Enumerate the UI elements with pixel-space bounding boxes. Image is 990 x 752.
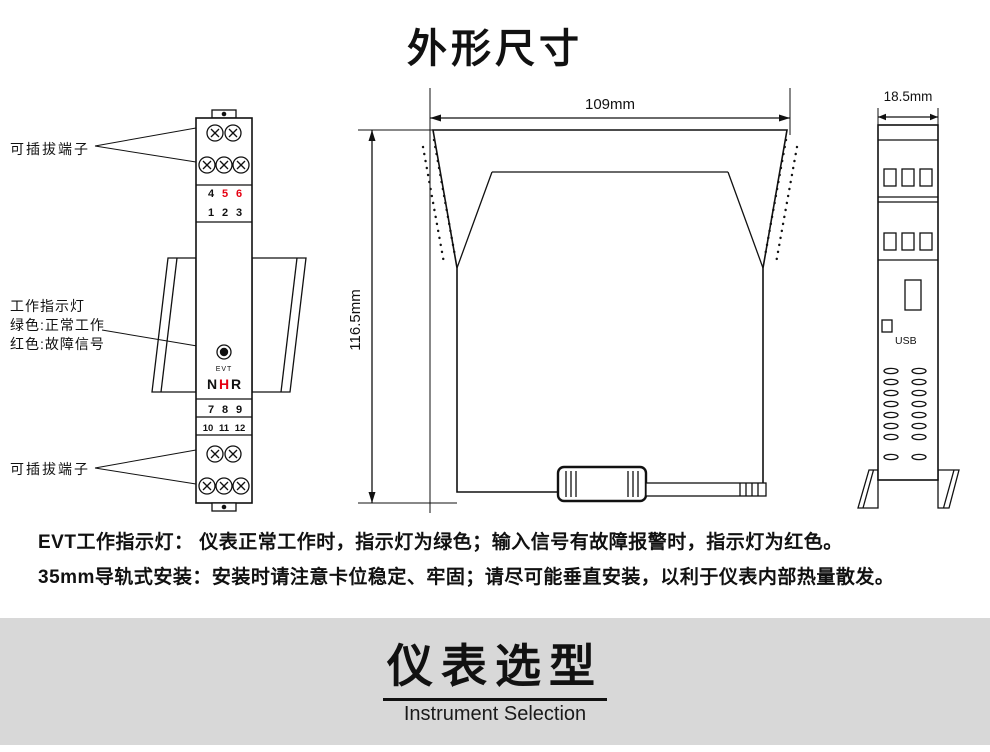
dim-height-label: 116.5mm bbox=[347, 289, 364, 350]
terminal-number: 9 bbox=[236, 404, 242, 416]
width-dimension: 109mm bbox=[429, 88, 791, 513]
bottom-terminal-screws bbox=[198, 445, 250, 495]
terminal-number: 8 bbox=[222, 404, 228, 416]
din-rail-side bbox=[857, 469, 960, 509]
status-led: EVT bbox=[216, 344, 233, 373]
terminal-number: 6 bbox=[236, 188, 242, 200]
note-evt-indicator: EVT工作指示灯： 仪表正常工作时，指示灯为绿色；输入信号有故障报警时，指示灯为… bbox=[38, 532, 843, 553]
terminal-number: 12 bbox=[235, 423, 246, 434]
terminal-number: 3 bbox=[236, 207, 242, 219]
section-title: 仪表选型 bbox=[383, 630, 607, 701]
label-indicator-title: 工作指示灯 bbox=[10, 298, 85, 314]
label-pluggable-terminal-bottom: 可插拔端子 bbox=[10, 461, 90, 477]
profile-width-dimension: 18.5mm bbox=[877, 89, 939, 129]
brand-letter-n: N bbox=[207, 376, 217, 392]
brand-letter-r: R bbox=[231, 376, 241, 392]
din-rail bbox=[151, 257, 307, 393]
dim-width-label: 109mm bbox=[585, 96, 635, 113]
terminal-number: 7 bbox=[208, 404, 214, 416]
terminal-number: 11 bbox=[219, 423, 230, 434]
label-pluggable-terminal-top: 可插拔端子 bbox=[10, 141, 90, 157]
profile-view-drawing: 18.5mm USB bbox=[857, 89, 960, 509]
section-subtitle: Instrument Selection bbox=[403, 703, 587, 725]
label-indicator-red: 红色:故障信号 bbox=[10, 336, 105, 352]
top-terminal-numbers: 4 5 6 1 2 3 bbox=[196, 184, 252, 223]
note-rail-mount: 35mm导轨式安装：安装时请注意卡位稳定、牢固；请尽可能垂直安装，以利于仪表内部… bbox=[38, 567, 895, 588]
din-rail-clip bbox=[556, 465, 767, 503]
terminal-number: 10 bbox=[203, 423, 214, 434]
height-dimension: 116.5mm bbox=[347, 129, 457, 504]
terminal-number: 1 bbox=[208, 207, 214, 219]
vent-slots bbox=[883, 367, 927, 461]
side-view-drawing: 109mm 116.5mm bbox=[347, 88, 799, 513]
module-profile-outline bbox=[421, 129, 799, 493]
brand-letter-h: H bbox=[219, 376, 229, 392]
label-indicator-green: 绿色:正常工作 bbox=[10, 317, 105, 333]
terminal-number: 5 bbox=[222, 188, 228, 200]
usb-label: USB bbox=[895, 335, 917, 347]
led-label: EVT bbox=[216, 366, 233, 373]
front-view-drawing: 4 5 6 1 2 3 EVT N H R 7 8 9 10 11 12 bbox=[94, 109, 307, 512]
terminal-number: 4 bbox=[208, 188, 215, 200]
module-body bbox=[195, 109, 253, 512]
section-banner: 仪表选型 Instrument Selection bbox=[0, 618, 990, 745]
page-title: 外形尺寸 bbox=[407, 27, 583, 71]
label-indicator-block: 工作指示灯 绿色:正常工作 红色:故障信号 bbox=[10, 297, 105, 354]
dim-profile-width-label: 18.5mm bbox=[884, 89, 933, 104]
profile-module-body: USB bbox=[877, 124, 939, 481]
usb-port bbox=[881, 319, 893, 333]
bottom-terminal-numbers: 7 8 9 10 11 12 bbox=[196, 398, 252, 436]
brand-logo: N H R bbox=[207, 376, 241, 392]
top-terminal-screws bbox=[198, 124, 250, 174]
terminal-number: 2 bbox=[222, 207, 228, 219]
